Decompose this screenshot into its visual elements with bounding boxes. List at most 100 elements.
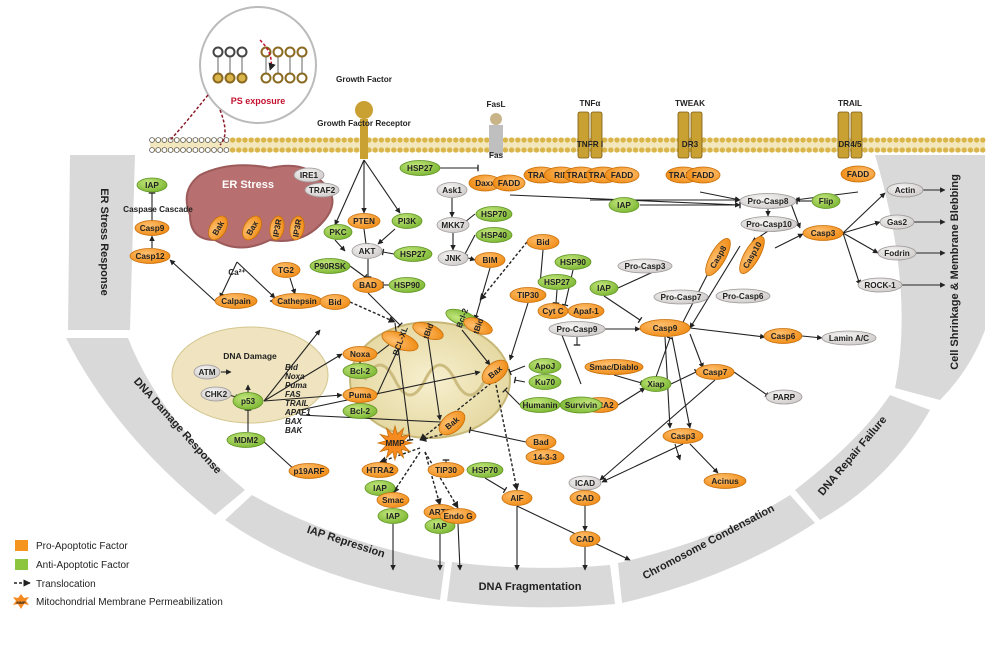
node-tip30-low: TIP30 [427,462,465,478]
edge-108 [299,370,481,411]
node-parp: PARP [765,389,803,405]
node-acinus-label: Acinus [711,477,739,486]
p53-target-4: TRAIL [285,399,309,408]
node-chk2-label: CHK2 [205,390,228,399]
node-tip30-top-label: TIP30 [517,291,539,300]
node-p90rsk-label: P90RSK [314,262,346,271]
p53-target-0: Bid [285,363,299,372]
node-hsp90-mid-label: HSP90 [560,258,586,267]
node-fadd-trail: FADD [840,165,876,183]
receptor-tnfr1-label: TNFR I [577,140,603,149]
fas-receptor [489,125,503,155]
node-bad-low-label: Bad [533,438,548,447]
node-akt-label: AKT [359,247,376,256]
node-fadd-trail-label: FADD [847,170,869,179]
node-fadd-fas-label: FADD [498,179,520,188]
edge-14 [377,228,396,245]
legend-mmp-label: Mitochondrial Membrane Permeabilization [36,597,223,608]
node-mkk7-label: MKK7 [441,221,465,230]
node-ip3r1-label: IP3R [271,218,283,238]
node-iap-low2-label: IAP [386,512,400,521]
node-xiap-label: Xiap [647,380,664,389]
node-xiap: Xiap [640,376,672,392]
legend-pro-swatch [15,540,28,551]
edge-24 [461,234,476,257]
node-pi3k: PI3K [391,213,423,229]
node-pkc: PKC [323,224,353,240]
p53-target-2: Puma [285,381,307,390]
node-p53: p53 [232,392,264,410]
node-rip-label: RIP [554,171,568,180]
edge-40 [842,232,862,286]
node-p19arf: p19ARF [288,463,330,479]
tnfr1-receptor [577,111,603,159]
edge-66 [671,336,692,429]
node-mmp: MMP [376,424,414,462]
edge-92 [516,505,631,561]
node-iap-top: IAP [608,197,640,213]
node-tip30-low-label: TIP30 [435,466,457,475]
fasl-ligand [490,113,502,125]
node-rock1-label: ROCK-1 [864,281,896,290]
node-hsp27-akt: HSP27 [393,246,433,262]
edge-12 [362,228,370,246]
edge-103 [263,392,343,402]
node-bid-mid-label: Bid [328,298,341,307]
node-hsp27-top-label: HSP27 [407,164,433,173]
node-fodrin-label: Fodrin [884,249,909,258]
section-er-stress-response: ER Stress Response [98,188,110,296]
node-acinus: Acinus [703,473,747,489]
edge-16 [349,265,368,281]
node-htra2-low-label: HTRA2 [366,466,394,475]
pathway-edges [148,159,946,571]
node-fadd-fas: FADD [492,174,526,192]
edge-19 [367,292,403,328]
edge-102 [263,353,343,402]
edge-25 [467,255,476,262]
node-traf2-tnf-label: TRAF2 [528,171,555,180]
node-casp3-top-label: Casp3 [811,229,836,238]
node-casp7: Casp7 [695,364,735,380]
node-bad-akt: BAD [352,277,384,293]
node-fadd-dr3: FADD [685,166,721,184]
edge-61 [617,387,646,406]
node-bcl2-b-label: Bcl-2 [350,407,370,416]
node-bcl2-a: Bcl-2 [342,363,378,379]
legend-pro-label: Pro-Apoptotic Factor [36,541,128,552]
ps-exposure-label: PS exposure [231,96,286,106]
caspase-cascade-label: Caspase Cascade [123,205,193,214]
node-p1433: 14-3-3 [525,449,565,465]
node-calpain-label: Calpain [221,297,251,306]
node-hsp27-mid: HSP27 [537,274,577,290]
node-puma: Puma [342,387,378,403]
legend-mmp-star [13,594,29,609]
cell-section-bands [66,155,985,608]
node-smac-label: Smac [382,496,404,505]
node-bcl2-b: Bcl-2 [342,403,378,419]
node-cathepsin-label: Cathepsin [277,297,317,306]
node-tip30-top: TIP30 [509,287,547,303]
edge-46 [689,245,741,329]
node-hsp90-akt: HSP90 [388,277,426,293]
node-icad-label: ICAD [575,479,595,488]
receptor-tweak-label: TWEAK [675,99,705,108]
p53-target-6: BAX [285,417,303,426]
edge-26 [473,267,491,321]
node-bid-mid: Bid [319,294,351,310]
node-lamin-label: Lamin A/C [829,334,869,343]
node-mdm2: MDM2 [226,432,266,448]
receptor-growth_factor-label: Growth Factor [336,75,393,84]
node-casp7-label: Casp7 [703,368,728,377]
node-fodrin: Fodrin [877,245,917,261]
node-jnk-label: JNK [445,254,461,263]
node-jnk: JNK [437,250,469,266]
node-cad1: CAD [569,490,601,506]
edge-84 [379,447,421,464]
node-apaf1: Apaf-1 [567,303,605,319]
node-bclxl: BCL-XL [381,326,419,357]
edge-2 [169,259,216,302]
growth-factor-ligand [355,101,373,119]
node-hsp70-low: HSP70 [466,462,504,478]
